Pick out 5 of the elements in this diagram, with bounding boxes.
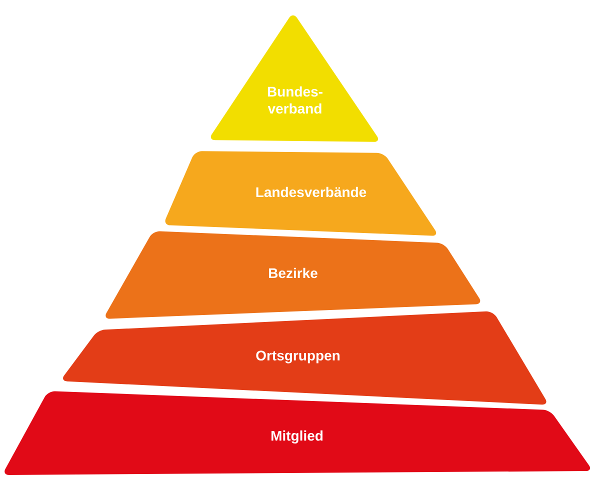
pyramid-tier: Bundes- verband [210, 15, 378, 142]
pyramid-tier: Mitglied [4, 391, 590, 475]
pyramid-tier: Ortsgruppen [63, 311, 546, 405]
pyramid-tier: Landesverbände [165, 151, 436, 236]
pyramid-tier: Bezirke [106, 231, 480, 319]
